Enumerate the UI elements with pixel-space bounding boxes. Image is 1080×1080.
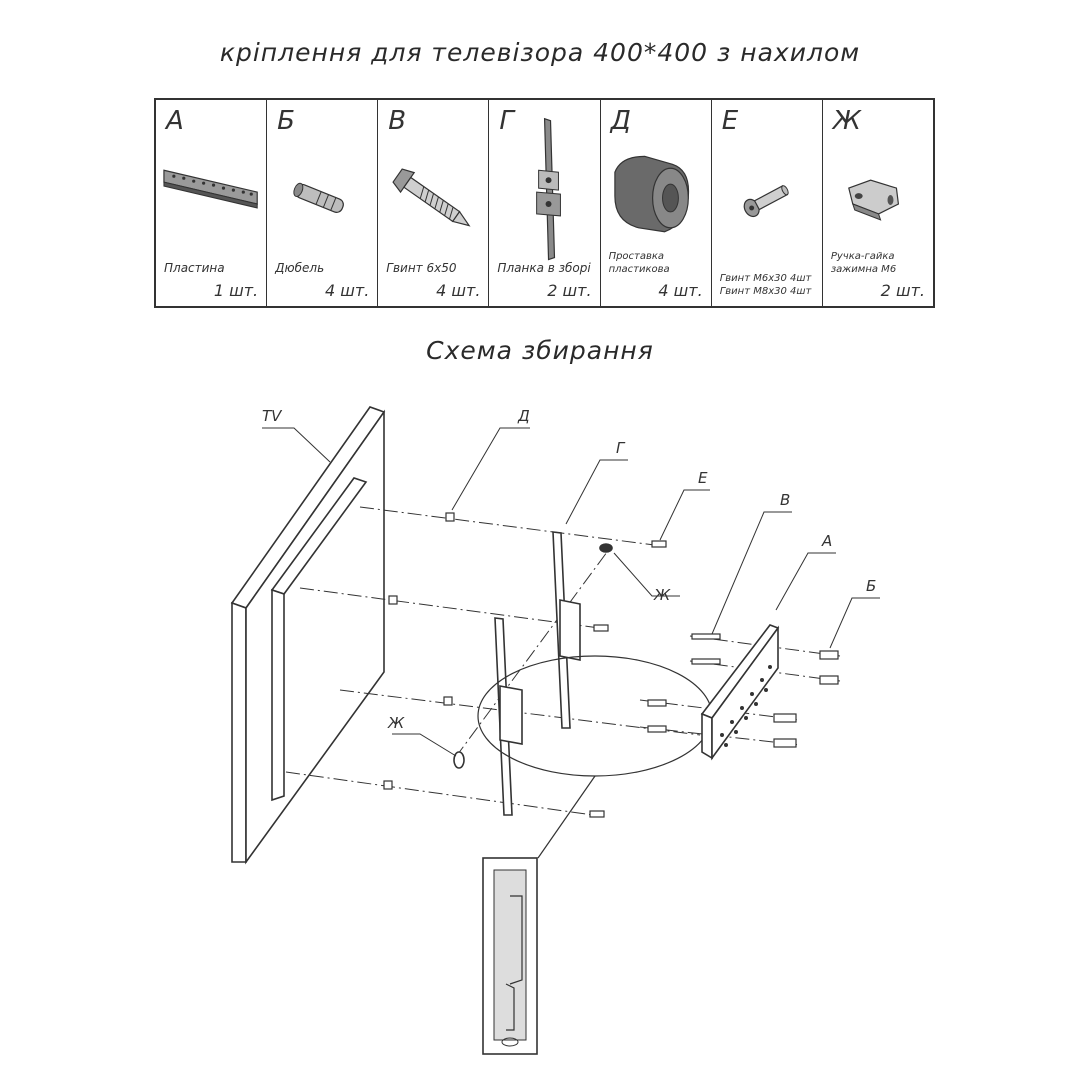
part-name: Проставка пластикова [609, 250, 670, 276]
machine-screw-image [743, 185, 789, 218]
part-letter: А [166, 106, 184, 136]
part-cell-b: Б Дюбель 4 шт. [267, 100, 379, 306]
handle-nut-left [453, 751, 465, 769]
part-cell-v: В Гвинт 6х50 4 шт. [378, 100, 490, 306]
inset-detail [482, 857, 538, 1055]
leader-lines [262, 427, 880, 757]
tv-panel [230, 406, 386, 865]
handle-nut-image [847, 179, 899, 221]
spacer-image [613, 155, 689, 233]
part-letter: В [388, 106, 407, 136]
callout-b: Б [866, 577, 876, 595]
parts-table: А Пластина 1 шт. Б Дюбель 4 шт. [154, 98, 935, 308]
screws [589, 540, 839, 818]
part-cell-d: Д Проставка пластикова 4 шт. [601, 100, 712, 306]
dowel-image [293, 182, 345, 213]
callout-g: Г [616, 439, 626, 457]
part-qty: 4 шт. [324, 281, 370, 300]
spacers [383, 512, 455, 790]
plate-image [163, 169, 258, 209]
part-letter: Е [721, 106, 739, 136]
callout-zh-top: Ж [653, 586, 671, 604]
callout-a: А [821, 532, 832, 550]
wood-screw-image [392, 168, 471, 227]
callout-e: Е [698, 469, 708, 487]
callout-d: Д [517, 407, 530, 425]
part-cell-g: Г Планка в зборі 2 шт. [489, 100, 601, 306]
part-name-line1: Гвинт М6х30 4шт [719, 273, 812, 284]
part-name-line1: Проставка [608, 251, 665, 262]
part-name: Гвинт 6х50 [386, 261, 457, 275]
part-cell-a: А Пластина 1 шт. [156, 100, 268, 306]
part-qty: 2 шт. [547, 281, 592, 300]
part-letter: Д [610, 106, 631, 136]
part-letter: Б [277, 106, 295, 136]
part-name-line2: Гвинт М8х30 4шт [719, 286, 812, 297]
wall-plate [700, 624, 780, 761]
handle-nut-top [599, 543, 613, 553]
part-qty: 2 шт. [880, 281, 925, 300]
part-cell-e: Е Гвинт М6х30 4шт Гвинт М8х30 4шт [712, 100, 823, 306]
part-name-line2: пластикова [608, 264, 670, 275]
part-name: Гвинт М6х30 4шт Гвинт М8х30 4шт [720, 272, 812, 298]
part-name: Пластина [164, 261, 225, 275]
part-letter: Ж [832, 106, 861, 136]
part-cell-zh: Ж Ручка-гайка зажимна М6 2 шт. [823, 100, 933, 306]
scheme-title: Схема збирання [426, 336, 654, 365]
bracket-image [536, 117, 562, 261]
part-name: Ручка-гайка зажимна М6 [831, 250, 896, 276]
part-name: Дюбель [275, 261, 325, 275]
brackets [494, 531, 581, 816]
callout-labels: TV Д Г Е В А Б Ж Ж [262, 407, 876, 732]
part-qty: 4 шт. [436, 281, 481, 300]
part-name-line1: Ручка-гайка [830, 251, 895, 262]
part-qty: 4 шт. [658, 281, 703, 300]
page-title: кріплення для телевізора 400*400 з нахил… [219, 38, 861, 67]
callout-tv: TV [262, 407, 283, 425]
callout-v: В [780, 491, 790, 509]
part-name: Планка в зборі [497, 261, 591, 275]
part-qty: 1 шт. [213, 281, 259, 300]
callout-zh-left: Ж [387, 714, 405, 732]
part-letter: Г [499, 106, 514, 136]
part-name-line2: зажимна М6 [830, 264, 897, 275]
